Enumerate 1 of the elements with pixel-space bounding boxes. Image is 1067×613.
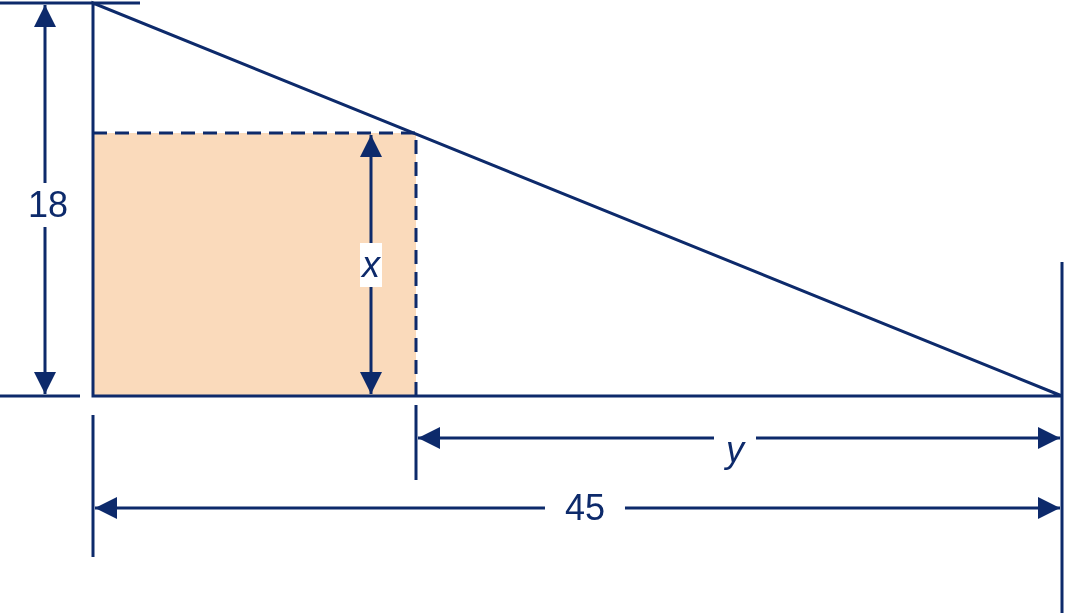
dimension-label: x	[360, 243, 382, 287]
